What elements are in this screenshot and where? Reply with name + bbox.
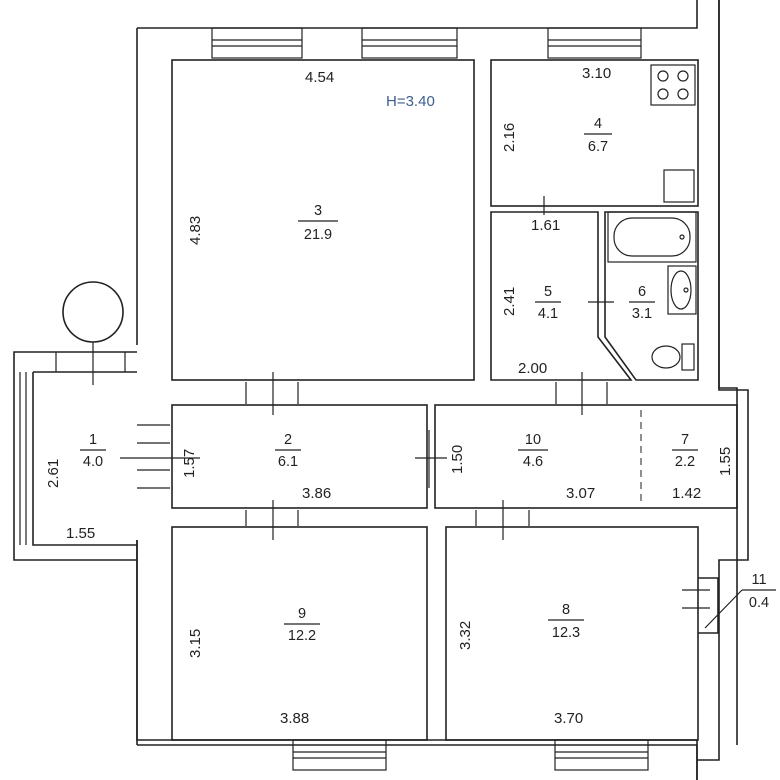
svg-text:8: 8 — [562, 602, 570, 618]
dim-room8-height: 3.32 — [457, 621, 474, 650]
room-6-label: 6 3.1 — [629, 284, 655, 322]
svg-text:7: 7 — [681, 432, 689, 448]
dim-room7-height: 1.55 — [717, 447, 734, 476]
dim-room1-height: 2.61 — [45, 459, 62, 488]
svg-text:1: 1 — [89, 432, 97, 448]
dim-room7-width: 1.42 — [672, 485, 701, 502]
dim-room1-width: 1.55 — [66, 525, 95, 542]
dim-room10-height: 1.50 — [449, 445, 466, 474]
room-11-label: 11 0.4 — [704, 572, 776, 629]
dim-room2-width: 3.86 — [302, 485, 331, 502]
room-2-label: 2 6.1 — [275, 432, 301, 470]
ceiling-height-note: H=3.40 — [386, 93, 435, 110]
toilet-icon — [651, 343, 695, 371]
sink-icon — [663, 169, 695, 203]
svg-text:4.6: 4.6 — [523, 454, 543, 470]
dim-room8-width: 3.70 — [554, 710, 583, 727]
room-4-outline — [490, 59, 699, 207]
svg-text:4.1: 4.1 — [538, 306, 558, 322]
room-5-label: 5 4.1 — [535, 284, 561, 322]
window-top-3 — [547, 27, 642, 59]
svg-text:12.2: 12.2 — [288, 628, 316, 644]
dim-room9-height: 3.15 — [187, 629, 204, 658]
dim-room9-width: 3.88 — [280, 710, 309, 727]
dim-room3-width: 4.54 — [305, 69, 334, 86]
svg-text:3: 3 — [314, 203, 322, 219]
window-top-1 — [211, 27, 303, 59]
dim-room5-top: 1.61 — [531, 217, 560, 234]
room-10-label: 10 4.6 — [518, 432, 548, 470]
washbasin-icon — [667, 265, 697, 315]
room-8-label: 8 12.3 — [548, 602, 584, 641]
svg-text:3.1: 3.1 — [632, 306, 652, 322]
svg-text:4.0: 4.0 — [83, 454, 103, 470]
dim-room3-height: 4.83 — [187, 216, 204, 245]
svg-text:9: 9 — [298, 606, 306, 622]
balcony-window — [19, 352, 126, 545]
room-3-label: 3 21.9 — [298, 203, 338, 243]
svg-text:2.2: 2.2 — [675, 454, 695, 470]
dim-room5-height: 2.41 — [501, 287, 518, 316]
room-5-outline — [490, 211, 633, 381]
dim-room10-width: 3.07 — [566, 485, 595, 502]
svg-text:5: 5 — [544, 284, 552, 300]
svg-text:0.4: 0.4 — [749, 595, 769, 611]
bathtub-icon — [607, 211, 697, 263]
dim-room5-bottom: 2.00 — [518, 360, 547, 377]
balcony-column — [62, 281, 124, 343]
room-11-outline — [698, 577, 719, 634]
dim-room2-height: 1.57 — [181, 449, 198, 478]
svg-text:10: 10 — [525, 432, 541, 448]
room-1-outline — [13, 351, 137, 561]
dim-room4-width: 3.10 — [582, 65, 611, 82]
outer-wall-right — [136, 0, 738, 780]
room-7-label: 7 2.2 — [672, 432, 698, 470]
svg-text:12.3: 12.3 — [552, 625, 580, 641]
room-9-label: 9 12.2 — [284, 606, 320, 644]
room-4-label: 4 6.7 — [584, 116, 612, 155]
balcony-door — [120, 424, 200, 489]
room-3-outline — [171, 59, 475, 381]
svg-text:6.1: 6.1 — [278, 454, 298, 470]
svg-text:6.7: 6.7 — [588, 139, 608, 155]
svg-text:4: 4 — [594, 116, 602, 132]
svg-text:2: 2 — [284, 432, 292, 448]
svg-text:6: 6 — [638, 284, 646, 300]
room-9-outline — [171, 526, 428, 741]
dim-room4-height: 2.16 — [501, 123, 518, 152]
room-1-label: 1 4.0 — [80, 432, 106, 470]
outer-wall — [136, 0, 749, 780]
stove-icon — [650, 64, 696, 106]
svg-text:11: 11 — [751, 572, 766, 588]
room-10-outline — [434, 404, 738, 509]
room-2-outline — [171, 404, 428, 509]
svg-text:21.9: 21.9 — [304, 227, 332, 243]
window-top-2 — [361, 27, 458, 59]
door-markers — [245, 196, 710, 609]
